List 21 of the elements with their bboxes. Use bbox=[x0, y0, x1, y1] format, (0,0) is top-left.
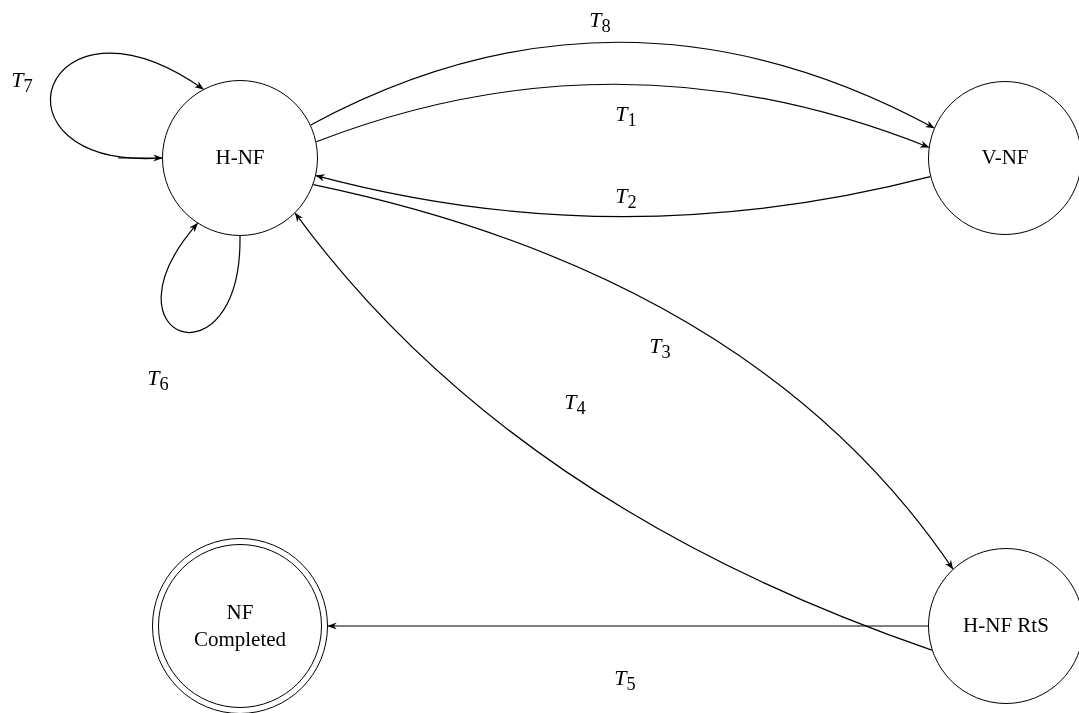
edge-label: T$_{7}$ bbox=[11, 68, 33, 96]
state-label: NF Completed bbox=[192, 598, 288, 653]
edge-label: T$_{2}$ bbox=[615, 184, 637, 212]
state-label: H-NF bbox=[215, 144, 265, 172]
arrow bbox=[327, 622, 929, 630]
edge-label: T$_{1}$ bbox=[615, 102, 637, 130]
edge-label: T$_{6}$ bbox=[147, 366, 169, 394]
arrow bbox=[160, 222, 241, 333]
arrow bbox=[310, 41, 935, 129]
edge-label: T$_{5}$ bbox=[614, 666, 636, 694]
arrow bbox=[117, 154, 163, 162]
arrow bbox=[315, 174, 931, 218]
state-label: H-NF RtS bbox=[963, 612, 1049, 640]
arrow bbox=[49, 52, 204, 159]
edge-label: T$_{3}$ bbox=[649, 334, 671, 362]
state-label: V-NF bbox=[981, 144, 1029, 172]
arrow bbox=[312, 184, 954, 570]
arrow bbox=[315, 83, 930, 148]
arrow bbox=[294, 212, 933, 651]
edge-label: T$_{8}$ bbox=[589, 8, 611, 36]
edge-label: T$_{4}$ bbox=[564, 390, 586, 418]
